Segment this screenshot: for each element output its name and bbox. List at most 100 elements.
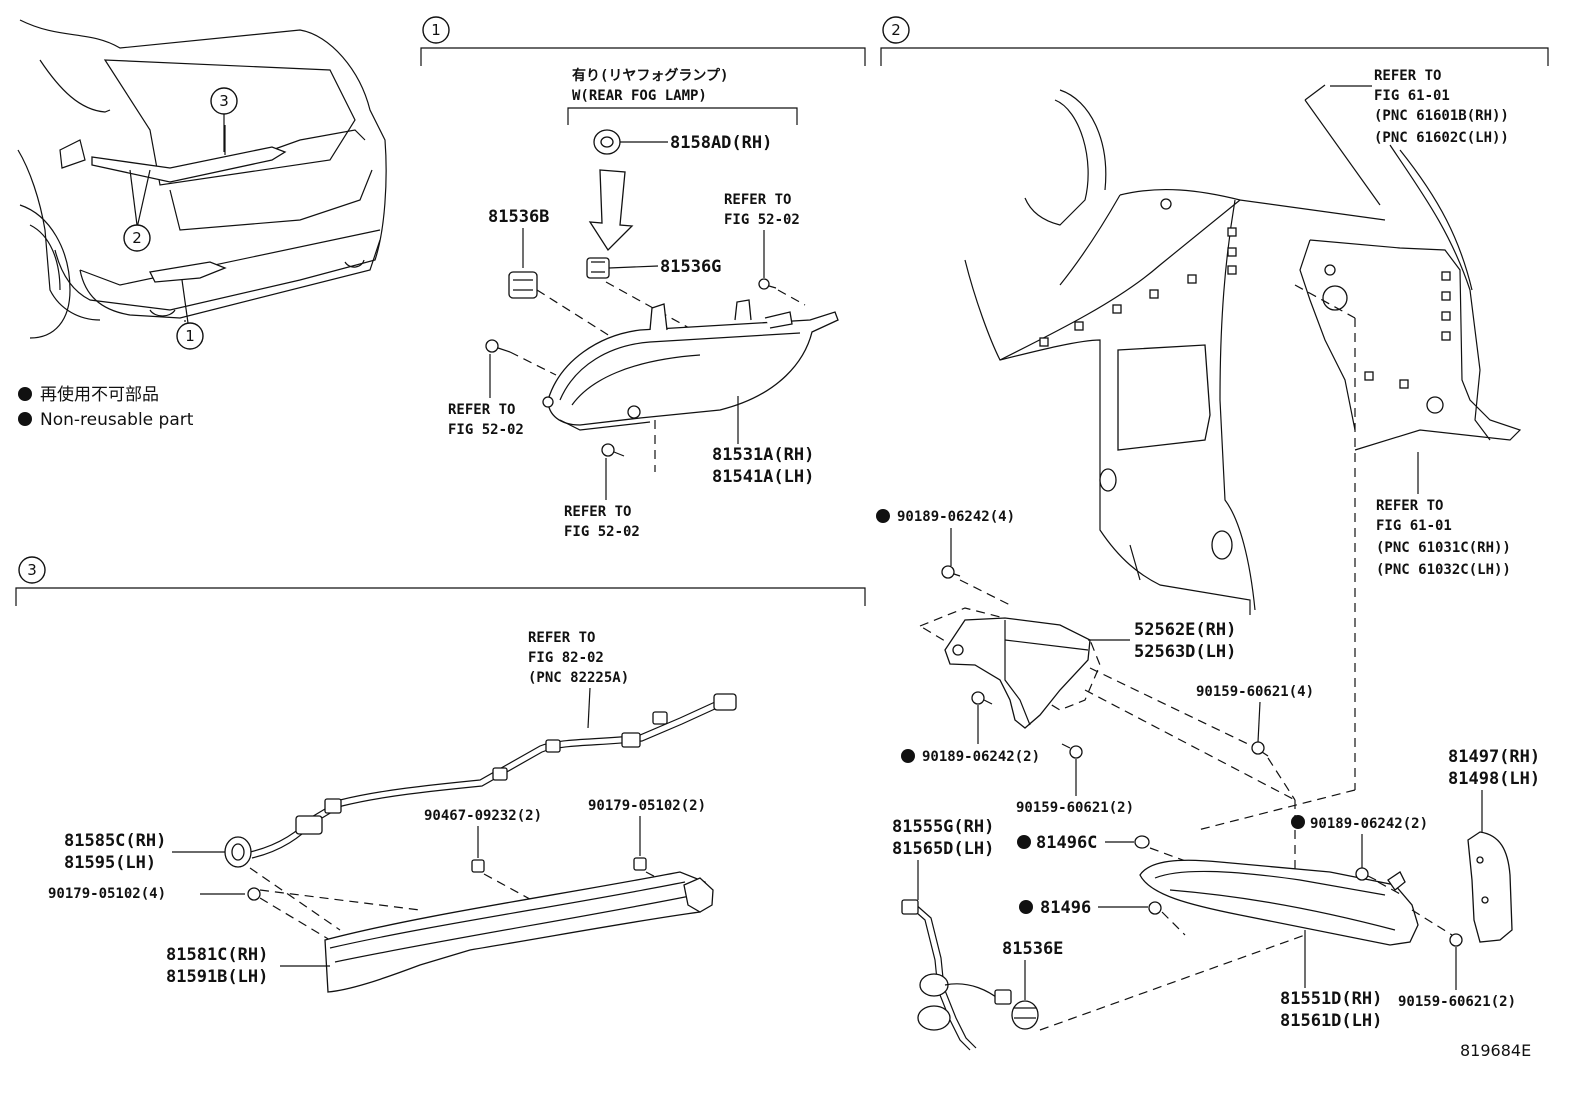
clip-icon — [471, 859, 485, 873]
clip-icon — [633, 857, 647, 871]
section-2-header: 2 — [880, 16, 1549, 66]
label-90179-2: 90179-05102(2) — [588, 798, 706, 814]
refer-top-line2: FIG 61-01 — [1374, 88, 1450, 104]
label-90159-2a: 90159-60621(2) — [1016, 800, 1134, 816]
label-90189-2b: 90189-06242(2) — [1310, 816, 1428, 832]
label-81585c: 81585C(RH) — [64, 831, 166, 851]
non-reusable-dot-icon — [1291, 815, 1305, 829]
label-81565d: 81565D(LH) — [892, 839, 994, 859]
option-en-label: W(REAR FOG LAMP) — [572, 88, 707, 104]
screw-icon — [941, 565, 961, 579]
refer-l-line1: REFER TO — [448, 402, 515, 418]
label-81555g: 81555G(RH) — [892, 817, 994, 837]
refer-top-line3: (PNC 61601B(RH)) — [1374, 108, 1509, 124]
label-81536b: 81536B — [488, 207, 549, 227]
label-81536g: 81536G — [660, 257, 721, 277]
label-81496: 81496 — [1040, 898, 1091, 918]
legend: 再使用不可部品 Non-reusable part — [18, 384, 194, 430]
socket-81536e-icon — [1011, 1000, 1039, 1030]
wire-harness-icon — [249, 693, 737, 859]
refer-mid-line1: REFER TO — [1376, 498, 1443, 514]
screw-icon — [971, 691, 993, 705]
label-81541a: 81541A(LH) — [712, 467, 814, 487]
rear-combination-lamp-81551d — [1139, 859, 1419, 946]
seal-81496c-icon — [1134, 835, 1150, 849]
refer-b-line1: REFER TO — [564, 504, 631, 520]
gasket-81497 — [1467, 831, 1513, 943]
screw-icon — [601, 443, 625, 457]
section-3-number: 3 — [27, 561, 37, 579]
label-8158ad: 8158AD(RH) — [670, 133, 772, 153]
screw-icon — [1355, 867, 1377, 881]
callout-1-text: 1 — [185, 327, 195, 345]
section-2-number: 2 — [891, 21, 901, 39]
label-81561d: 81561D(LH) — [1280, 1011, 1382, 1031]
socket-81536b-icon — [508, 271, 538, 299]
label-90467: 90467-09232(2) — [424, 808, 542, 824]
refer-s3-line3: (PNC 82225A) — [528, 670, 629, 686]
label-81591b: 81591B(LH) — [166, 967, 268, 987]
refer-s3-line2: FIG 82-02 — [528, 650, 604, 666]
label-90189-4: 90189-06242(4) — [897, 509, 1015, 525]
non-reusable-dot-icon — [18, 412, 32, 426]
section-3-header: 3 — [15, 556, 866, 606]
seal-81496-icon — [1148, 901, 1162, 915]
refer-tr-line1: REFER TO — [724, 192, 791, 208]
quarter-panel — [964, 84, 1522, 615]
label-52563d: 52563D(LH) — [1134, 642, 1236, 662]
vehicle-overview: 3 2 1 — [17, 19, 387, 350]
callout-circle-1 — [176, 322, 204, 350]
screw-icon — [1251, 741, 1269, 757]
refer-mid-line3: (PNC 61031C(RH)) — [1376, 540, 1511, 556]
callout-2-text: 2 — [132, 229, 142, 247]
label-81551d: 81551D(RH) — [1280, 989, 1382, 1009]
screw-icon — [1449, 933, 1463, 947]
lamp-wire-81555g-icon — [901, 899, 1012, 1051]
section-1-number: 1 — [431, 21, 441, 39]
label-81496c: 81496C — [1036, 833, 1097, 853]
diagram-id: 819684E — [1460, 1041, 1531, 1060]
option-jp-label: 有り(リヤフォグランプ) — [572, 67, 728, 84]
section-1-parts: 有り(リヤフォグランプ) W(REAR FOG LAMP) 8158AD(RH)… — [448, 67, 839, 540]
callout-3-text: 3 — [219, 92, 229, 110]
arrow-down-icon — [588, 169, 634, 252]
refer-top-line4: (PNC 61602C(LH)) — [1374, 130, 1509, 146]
label-81497: 81497(RH) — [1448, 747, 1540, 767]
refer-l-line2: FIG 52-02 — [448, 422, 524, 438]
section-3-parts: REFER TO FIG 82-02 (PNC 82225A) 81585C(R… — [48, 630, 737, 993]
non-reusable-dot-icon — [1017, 835, 1031, 849]
refer-top-line1: REFER TO — [1374, 68, 1441, 84]
label-90189-2a: 90189-06242(2) — [922, 749, 1040, 765]
label-81536e: 81536E — [1002, 939, 1063, 959]
grommet-81585c-icon — [224, 836, 252, 868]
refer-tr-line2: FIG 52-02 — [724, 212, 800, 228]
legend-jp: 再使用不可部品 — [40, 384, 159, 405]
socket-81536g-icon — [586, 257, 610, 279]
garnish-lamp-81581c — [324, 871, 714, 993]
section-1-header: 1 — [420, 16, 866, 66]
bracket-52562e — [944, 617, 1091, 729]
non-reusable-dot-icon — [901, 749, 915, 763]
section-2-parts: REFER TO FIG 61-01 (PNC 61601B(RH)) (PNC… — [876, 68, 1540, 1051]
non-reusable-dot-icon — [876, 509, 890, 523]
label-52562e: 52562E(RH) — [1134, 620, 1236, 640]
rear-fog-lamp-81531a — [542, 299, 839, 431]
label-81498: 81498(LH) — [1448, 769, 1540, 789]
refer-b-line2: FIG 52-02 — [564, 524, 640, 540]
non-reusable-dot-icon — [18, 387, 32, 401]
refer-mid-line2: FIG 61-01 — [1376, 518, 1452, 534]
label-81581c: 81581C(RH) — [166, 945, 268, 965]
label-90159-2b: 90159-60621(2) — [1398, 994, 1516, 1010]
label-81531a: 81531A(RH) — [712, 445, 814, 465]
label-90159-4: 90159-60621(4) — [1196, 684, 1314, 700]
screw-icon — [1061, 743, 1083, 759]
refer-mid-line4: (PNC 61032C(LH)) — [1376, 562, 1511, 578]
label-90179-4: 90179-05102(4) — [48, 886, 166, 902]
non-reusable-dot-icon — [1019, 900, 1033, 914]
clip-icon — [247, 887, 261, 901]
screw-icon — [758, 278, 777, 290]
label-81595: 81595(LH) — [64, 853, 156, 873]
bulb-8158ad-icon — [593, 129, 621, 155]
screw-icon — [485, 339, 511, 353]
